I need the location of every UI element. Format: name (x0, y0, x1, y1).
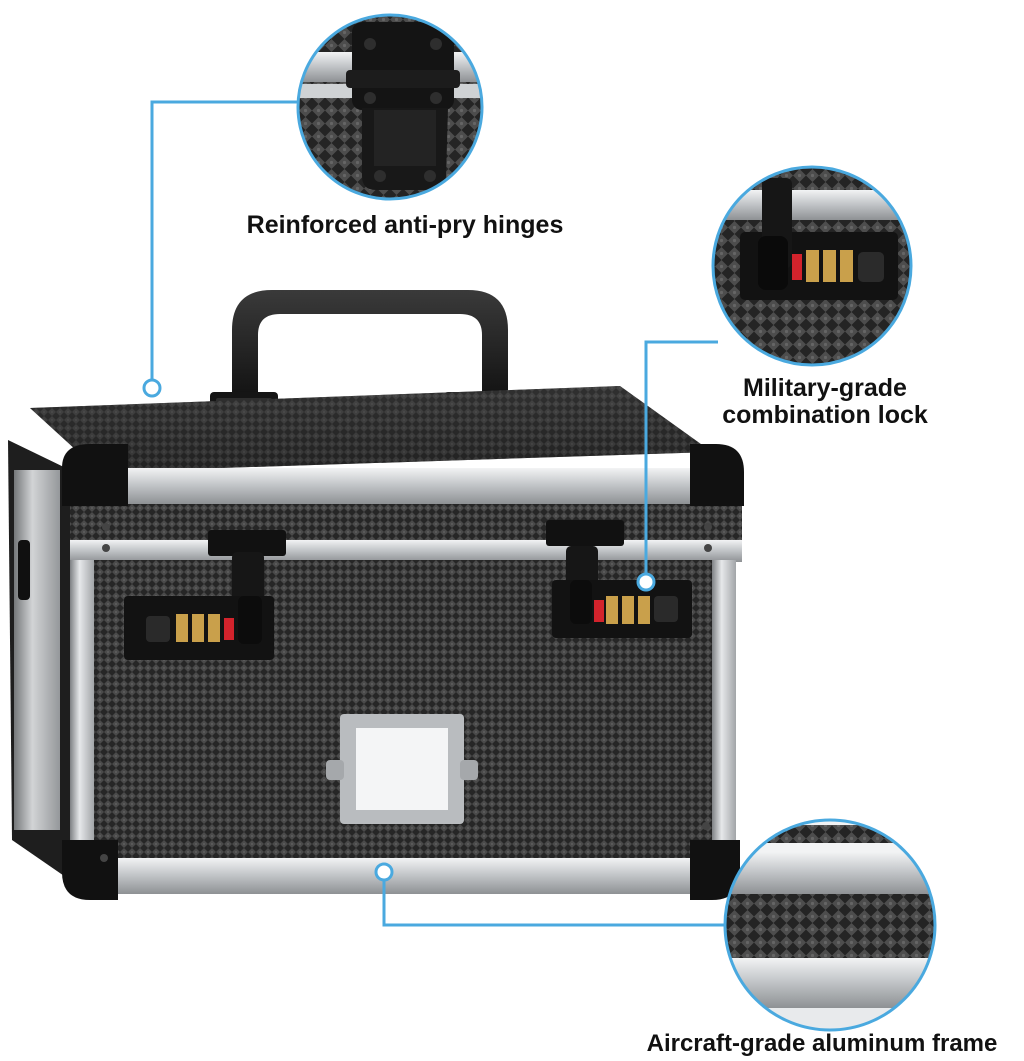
callout-dot-frame (374, 862, 394, 882)
caption-frame: Aircraft-grade aluminum frame (646, 1030, 998, 1057)
callout-dot-lock (636, 572, 656, 592)
case (8, 290, 744, 900)
lock-left (124, 530, 286, 660)
callout-line-frame (382, 872, 725, 927)
label-holder (326, 714, 478, 824)
zoom-lock (711, 165, 913, 367)
caption-lock-line1: Military-grade (743, 374, 907, 402)
corner-guard-bottom-left (62, 840, 118, 900)
callout-line-lock (644, 340, 718, 580)
caption-lock-line2: combination lock (722, 401, 928, 429)
callout-dot-hinges (142, 378, 162, 398)
zoom-frame (723, 818, 937, 1032)
caption-lock: Military-grade combination lock (690, 375, 960, 429)
bottom-rail (70, 858, 730, 894)
callout-lines (150, 100, 725, 927)
lock-right (546, 520, 692, 638)
zoom-hinge (296, 13, 484, 201)
corner-guard-top-left (62, 444, 128, 506)
callout-line-hinges (150, 100, 300, 380)
corner-guard-bottom-right (690, 840, 740, 900)
corner-guard-top-right (690, 444, 744, 506)
caption-hinges: Reinforced anti-pry hinges (246, 211, 564, 239)
